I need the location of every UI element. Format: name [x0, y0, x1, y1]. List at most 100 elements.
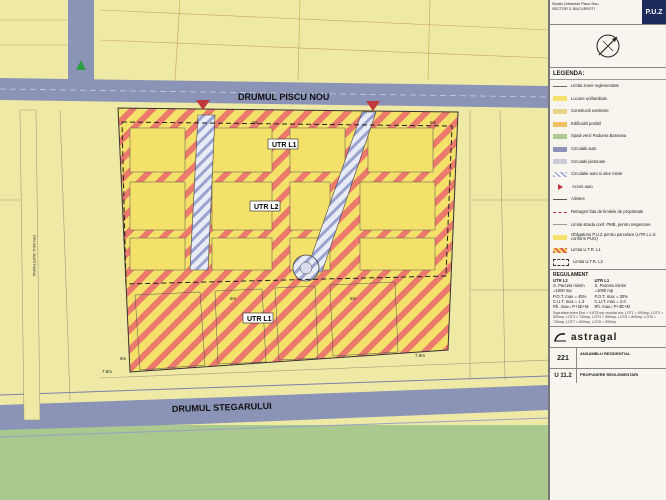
legend-label: Circulatii pietonale: [571, 158, 606, 164]
legend-swatch: [553, 146, 567, 152]
plan-title: PROPUNERE REGLEMENTARI: [580, 372, 639, 378]
legend-label: Acces auto: [572, 183, 593, 189]
project-box: 221 ANSAMBLU REZIDENTIAL: [550, 347, 666, 369]
legend-item: Obligatoriu P.U.Z pentru parcelare (UTR …: [550, 231, 666, 244]
regulament-l2-line: =1000 mp: [553, 288, 572, 294]
svg-text:7.5m: 7.5m: [102, 369, 112, 374]
legend-swatch: [553, 134, 567, 140]
legend-item: Limita U.T.R. L1: [550, 244, 666, 257]
legend-label: Circulatii auto: [571, 145, 597, 151]
legend-label: Limita U.T.R. L2: [573, 259, 603, 265]
company-box: astragal: [550, 326, 666, 347]
legend-swatch: [553, 85, 567, 87]
regulament-l1-line: Rh. max= P+3E+M: [594, 303, 631, 309]
legend-label: Circulatie auto si alee mixte: [571, 171, 623, 177]
legend-swatch: [553, 211, 567, 213]
legend-swatch: [553, 159, 567, 165]
project-title: ANSAMBLU REZIDENTIAL: [580, 351, 631, 357]
legend-label: Obligatoriu P.U.Z pentru parcelare (UTR …: [571, 231, 656, 242]
title-block-header: Studiu Urbanism Piscu Nou SECTOR 3, BUCU…: [550, 0, 666, 25]
access-arrow-2: [366, 101, 380, 111]
legend-label: Edificabil posibil: [571, 120, 601, 126]
south-road: [0, 385, 548, 430]
access-arrow-1: [196, 100, 210, 110]
legend-swatch: [553, 96, 567, 102]
regulament-l1-line: P.O.T. max = 30%: [594, 293, 628, 299]
utr-label-3: UTR L1: [247, 316, 272, 323]
compass-icon: [596, 34, 620, 58]
svg-text:5m: 5m: [430, 120, 437, 125]
regulament-l2-line: C.U.T. max = 1.3: [553, 298, 585, 304]
south-road-label: DRUMUL STEGARULUI: [172, 401, 272, 414]
legend-swatch: [553, 224, 567, 226]
svg-text:5m: 5m: [230, 296, 237, 301]
west-road: [19, 109, 41, 421]
legend-item: Circulatii auto: [550, 143, 666, 156]
legend-title: LEGENDA:: [550, 68, 666, 80]
legend-item: Aliniere: [550, 193, 666, 206]
header-line-1: Studiu Urbanism Piscu Nou: [552, 2, 599, 6]
legend-label: Locuire unifamiliala: [571, 95, 607, 101]
top-parcels: [0, 0, 548, 81]
utr-label-1: UTR L1: [272, 142, 297, 149]
legend-item: Acces auto: [550, 181, 666, 194]
legend-label: Retrageri fata de limitele de proprietat…: [571, 208, 644, 214]
svg-text:5m: 5m: [350, 296, 357, 301]
project-number: 221: [550, 348, 577, 369]
legend-label: Aliniere: [571, 196, 585, 202]
forest-area: [0, 425, 548, 500]
regulament-l2-line: P.O.T. max = 45%: [553, 293, 587, 299]
legend-item: Edificabil posibil: [550, 118, 666, 131]
internal-street-east: [305, 111, 377, 273]
utr-l2-boundary: [121, 121, 453, 285]
legend-item: Retrageri fata de limitele de proprietat…: [550, 206, 666, 219]
legend-label: Limita zonei reglementate: [571, 83, 619, 88]
svg-text:5m: 5m: [120, 356, 127, 361]
legend-label: Constructii existente: [571, 108, 609, 114]
legend-item: Limita zonei reglementate: [550, 80, 666, 93]
urban-plan-map: DRUMUL PISCU NOU DRUMUL STEGARULUI DRUMU…: [0, 0, 548, 500]
green-triangle-marker: [76, 60, 86, 70]
north-west-road: [68, 0, 94, 82]
plan-box: U 11.2 PROPUNERE REGLEMENTARI: [550, 368, 666, 384]
legend-swatch: [553, 171, 567, 177]
dimension-labels: 5m 5m 5m 7.5m 7.5m 5m 5m: [102, 120, 437, 374]
lower-parcels: [134, 281, 399, 371]
astragal-logo-icon: [554, 333, 566, 342]
legend-label: Limita strada conf. PMB, pentru respecta…: [571, 221, 651, 227]
west-road-label: DRUMUL MARITIMINA: [32, 235, 37, 277]
legend-item: Constructii existente: [550, 105, 666, 118]
regulament-l1-line: =1000 mp: [594, 288, 614, 294]
legend-item: Limita U.T.R. L2: [550, 256, 666, 269]
regulament-l2-line: S. Parcela minim: [553, 283, 585, 289]
legend-swatch: [553, 108, 567, 114]
property-lines: [0, 109, 548, 401]
regulament-title: REGULAMENT: [553, 271, 589, 278]
svg-text:7.5m: 7.5m: [415, 353, 425, 358]
company-name: astragal: [571, 331, 618, 343]
legend-panel: Studiu Urbanism Piscu Nou SECTOR 3, BUCU…: [548, 0, 666, 500]
legend-label: Limita U.T.R. L1: [571, 246, 601, 252]
regulament-l1-line: C.U.T. max = 2.0: [594, 298, 626, 304]
puz-code: P.U.Z: [642, 0, 666, 24]
legend-swatch: [553, 234, 567, 240]
plan-number: U 11.2: [550, 369, 577, 384]
regulament-notes: Suprafata teren Etot = 9.875 mp rezultat…: [553, 311, 663, 324]
map-drawing: DRUMUL PISCU NOU DRUMUL STEGARULUI DRUMU…: [0, 0, 548, 500]
header-line-2: SECTOR 3, BUCURESTI: [552, 6, 595, 11]
legend-item: Circulatii pietonale: [550, 156, 666, 169]
legend-swatch: [558, 184, 563, 191]
legend-item: Spatii verzi Padurea Baneasa: [550, 130, 666, 143]
utr-labels: UTR L1 UTR L2 UTR L1: [242, 138, 299, 324]
utr-label-2: UTR L2: [254, 204, 279, 211]
legend-item: Circulatie auto si alee mixte: [550, 168, 666, 181]
parcel-blocks: [129, 127, 436, 271]
legend-swatch: [553, 247, 567, 253]
legend-item: Limita strada conf. PMB, pentru respecta…: [550, 219, 666, 232]
legend-swatch: [553, 259, 569, 267]
legend-swatch: [553, 121, 567, 127]
